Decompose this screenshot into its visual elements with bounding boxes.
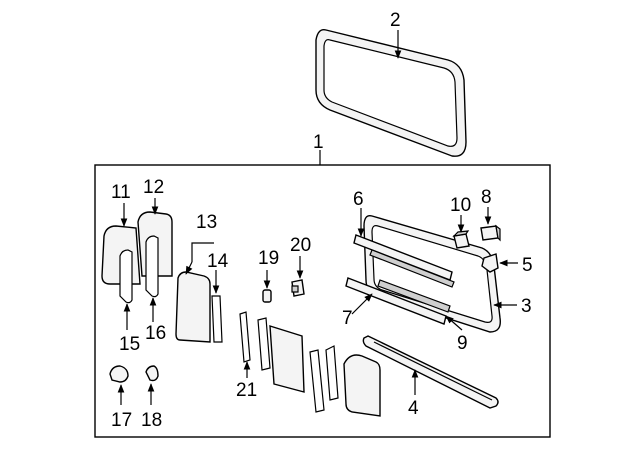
part-16-seal (145, 235, 159, 298)
lower-strip-b (309, 349, 325, 413)
callout-21: 21 (236, 380, 257, 401)
callout-8: 8 (481, 187, 492, 208)
callout-2: 2 (390, 10, 401, 31)
part-14-strip (211, 295, 223, 343)
group-1-frame (94, 164, 551, 438)
part-6-upper-strip (353, 234, 455, 288)
part-10-clip (452, 230, 470, 249)
leader-13-tip (185, 261, 193, 275)
part-2-glass-seal (315, 29, 467, 157)
callout-9: 9 (457, 333, 468, 354)
callout-13: 13 (196, 212, 217, 233)
part-8-clip (480, 224, 501, 242)
callout-16: 16 (145, 323, 166, 344)
part-9-strip (377, 279, 451, 313)
callout-1: 1 (313, 132, 324, 153)
callout-14: 14 (207, 251, 229, 272)
part-4-lower-strip (362, 335, 499, 409)
part-19-fastener (262, 289, 272, 303)
callout-15: 15 (119, 334, 140, 355)
part-17-plug (109, 365, 129, 383)
lower-strip-c (325, 345, 339, 401)
callout-18: 18 (141, 410, 162, 431)
part-20-fastener (291, 279, 305, 297)
leader-9 (445, 315, 463, 331)
callout-20: 20 (290, 235, 311, 256)
callout-4: 4 (408, 398, 419, 419)
part-7-strip (345, 277, 447, 325)
part-15-seal (119, 249, 133, 304)
callout-12: 12 (143, 177, 164, 198)
callout-3: 3 (521, 296, 532, 317)
callout-6: 6 (353, 189, 364, 210)
part-18-plug (145, 365, 159, 382)
callout-10: 10 (450, 195, 471, 216)
callout-11: 11 (111, 182, 131, 203)
leader-13 (191, 242, 214, 262)
leader-7 (351, 293, 373, 315)
part-5-clip (481, 253, 499, 273)
callout-7: 7 (342, 308, 353, 329)
part-13-panel (175, 271, 211, 343)
lower-panel-d (343, 354, 381, 417)
callout-17: 17 (111, 410, 132, 431)
lower-panel-a (269, 325, 305, 393)
callout-5: 5 (522, 255, 533, 276)
part-21-strips (239, 311, 271, 371)
callout-19: 19 (258, 248, 279, 269)
